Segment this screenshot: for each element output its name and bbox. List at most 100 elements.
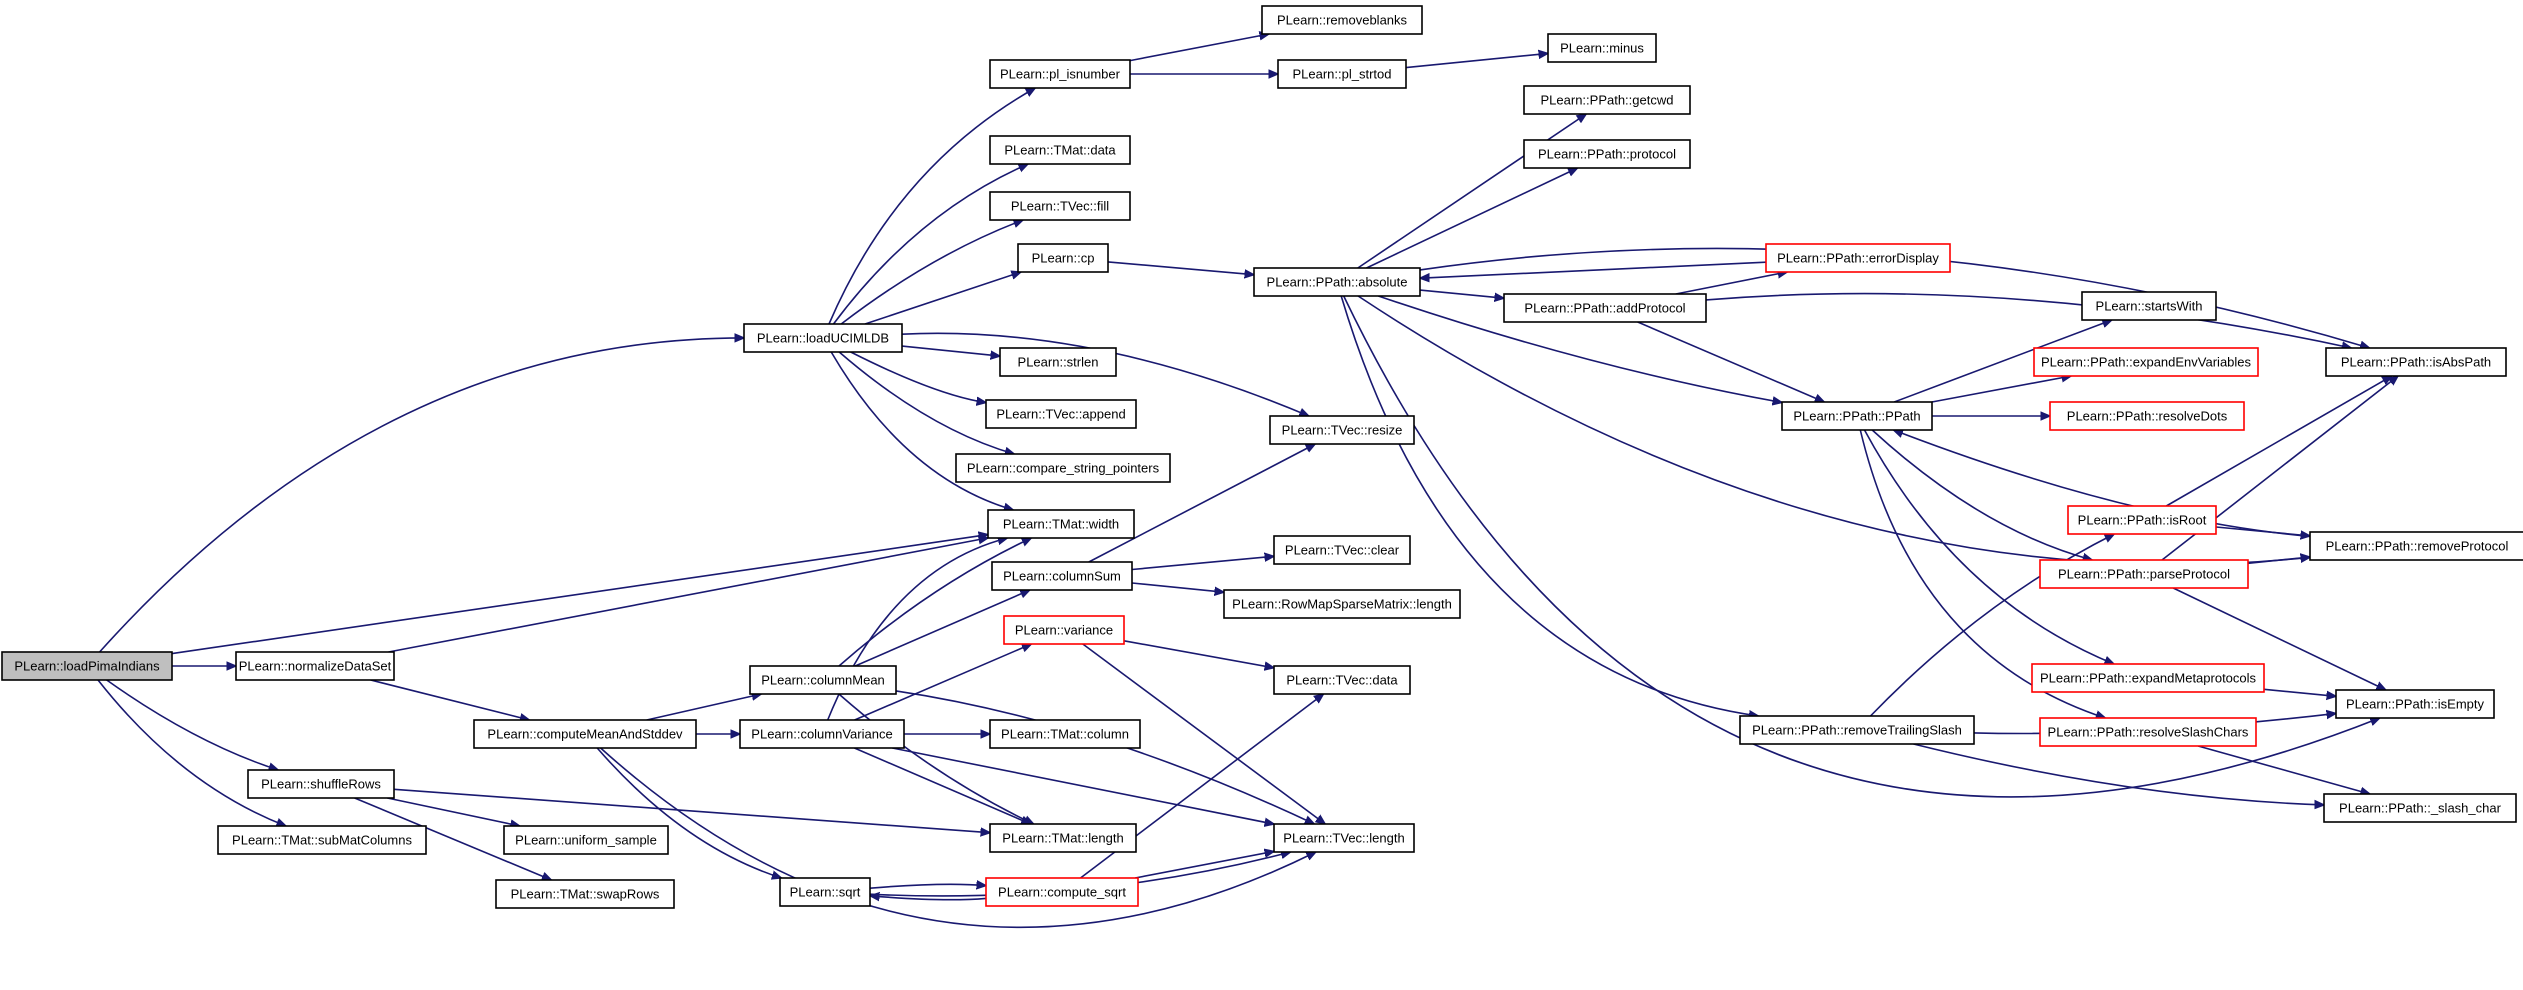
edge-absolute-to-addprotocol	[1419, 289, 1504, 298]
node-tvec-resize[interactable]: PLearn::TVec::resize	[1269, 415, 1415, 445]
node-columnmean[interactable]: PLearn::columnMean	[749, 665, 897, 695]
node-expandenvvariables[interactable]: PLearn::PPath::expandEnvVariables	[2033, 347, 2259, 377]
edge-loaducimldb-to-cp	[864, 272, 1021, 325]
edge-loaducimldb-to-tmat-width	[830, 351, 1013, 510]
node-strlen[interactable]: PLearn::strlen	[999, 347, 1117, 377]
node-removeprotocol[interactable]: PLearn::PPath::removeProtocol	[2309, 531, 2523, 561]
node-removeblanks[interactable]: PLearn::removeblanks	[1261, 5, 1423, 35]
edge-expandmetaprotocols-to-isempty	[2263, 688, 2336, 696]
edge-columnvariance-to-tvec-length	[892, 747, 1274, 824]
node-expandmetaprotocols[interactable]: PLearn::PPath::expandMetaprotocols	[2031, 663, 2265, 693]
node-box	[989, 59, 1131, 89]
edge-columnsum-to-tvec-resize	[1088, 444, 1315, 563]
node-label: PLearn::PPath::resolveDots	[2067, 409, 2228, 424]
node-box	[1781, 401, 1933, 431]
node-slash-char[interactable]: PLearn::PPath::_slash_char	[2323, 793, 2517, 823]
node-variance[interactable]: PLearn::variance	[1003, 615, 1125, 645]
node-loaducimldb[interactable]: PLearn::loadUCIMLDB	[743, 323, 903, 353]
node-sqrt[interactable]: PLearn::sqrt	[779, 877, 871, 907]
node-box	[1765, 243, 1951, 273]
node-box	[235, 651, 395, 681]
node-label: PLearn::PPath::PPath	[1793, 409, 1920, 424]
node-compute-sqrt[interactable]: PLearn::compute_sqrt	[985, 877, 1139, 907]
node-box	[749, 665, 897, 695]
node-tvec-append[interactable]: PLearn::TVec::append	[985, 399, 1137, 429]
edge-shufflerows-to-tmat-length	[393, 788, 990, 832]
node-resolvedots[interactable]: PLearn::PPath::resolveDots	[2049, 401, 2245, 431]
node-label: PLearn::minus	[1560, 41, 1644, 56]
node-computemeanandstddev[interactable]: PLearn::computeMeanAndStddev	[473, 719, 697, 749]
node-rowmap-length[interactable]: PLearn::RowMapSparseMatrix::length	[1223, 589, 1461, 619]
edge-variance-to-tvec-length	[1082, 643, 1325, 824]
node-label: PLearn::TMat::subMatColumns	[232, 833, 412, 848]
node-tvec-data[interactable]: PLearn::TVec::data	[1273, 665, 1411, 695]
node-box	[2067, 505, 2217, 535]
edge-columnmean-to-tmat-width	[838, 538, 1031, 667]
node-pl-isnumber[interactable]: PLearn::pl_isnumber	[989, 59, 1131, 89]
node-label: PLearn::TMat::data	[1004, 143, 1116, 158]
node-box	[1273, 535, 1411, 565]
node-box	[217, 825, 427, 855]
node-box	[1739, 715, 1975, 745]
node-protocol[interactable]: PLearn::PPath::protocol	[1523, 139, 1691, 169]
node-loadpimaindians[interactable]: PLearn::loadPimaIndians	[1, 651, 173, 681]
node-uniform-sample[interactable]: PLearn::uniform_sample	[503, 825, 669, 855]
node-swaprows[interactable]: PLearn::TMat::swapRows	[495, 879, 675, 909]
node-compare-string-pointers[interactable]: PLearn::compare_string_pointers	[955, 453, 1171, 483]
node-box	[2081, 291, 2217, 321]
node-tmat-width[interactable]: PLearn::TMat::width	[987, 509, 1135, 539]
node-cp[interactable]: PLearn::cp	[1017, 243, 1109, 273]
edge-addprotocol-to-ppath	[1637, 321, 1825, 403]
node-label: PLearn::normalizeDataSet	[239, 659, 392, 674]
edge-absolute-to-isempty	[1342, 295, 2380, 798]
node-box	[1277, 59, 1407, 89]
node-label: PLearn::PPath::getcwd	[1541, 93, 1674, 108]
node-box	[1523, 85, 1691, 115]
edge-computemeanandstddev-to-columnmean	[646, 694, 762, 721]
node-tmat-data[interactable]: PLearn::TMat::data	[989, 135, 1131, 165]
edge-absolute-to-protocol	[1366, 168, 1578, 269]
node-box	[1273, 665, 1411, 695]
edge-loadpimaindians-to-submatcolumns	[97, 679, 286, 826]
node-columnsum[interactable]: PLearn::columnSum	[991, 561, 1133, 591]
node-isabspath[interactable]: PLearn::PPath::isAbsPath	[2325, 347, 2507, 377]
node-label: PLearn::TVec::data	[1286, 673, 1398, 688]
node-tvec-fill[interactable]: PLearn::TVec::fill	[989, 191, 1131, 221]
node-tvec-length[interactable]: PLearn::TVec::length	[1273, 823, 1415, 853]
node-parseprotocol[interactable]: PLearn::PPath::parseProtocol	[2039, 559, 2249, 589]
node-box	[989, 823, 1137, 853]
node-startswith[interactable]: PLearn::startsWith	[2081, 291, 2217, 321]
node-addprotocol[interactable]: PLearn::PPath::addProtocol	[1503, 293, 1707, 323]
node-isempty[interactable]: PLearn::PPath::isEmpty	[2335, 689, 2495, 719]
node-absolute[interactable]: PLearn::PPath::absolute	[1253, 267, 1421, 297]
node-columnvariance[interactable]: PLearn::columnVariance	[739, 719, 905, 749]
node-normalizedataset[interactable]: PLearn::normalizeDataSet	[235, 651, 395, 681]
node-label: PLearn::PPath::expandMetaprotocols	[2040, 671, 2257, 686]
node-ppath[interactable]: PLearn::PPath::PPath	[1781, 401, 1933, 431]
node-label: PLearn::PPath::expandEnvVariables	[2041, 355, 2252, 370]
node-box	[1017, 243, 1109, 273]
node-removetrailingslash[interactable]: PLearn::PPath::removeTrailingSlash	[1739, 715, 1975, 745]
node-label: PLearn::loadUCIMLDB	[757, 331, 889, 346]
node-label: PLearn::startsWith	[2096, 299, 2203, 314]
node-label: PLearn::columnMean	[761, 673, 885, 688]
node-label: PLearn::PPath::addProtocol	[1524, 301, 1685, 316]
edge-columnmean-to-columnsum	[854, 589, 1030, 667]
node-box	[985, 877, 1139, 907]
node-box	[1, 651, 173, 681]
edge-normalizedataset-to-tmat-width	[388, 538, 989, 653]
edge-addprotocol-to-isabspath	[1705, 292, 2351, 348]
node-tmat-column[interactable]: PLearn::TMat::column	[989, 719, 1141, 749]
node-box	[985, 399, 1137, 429]
node-getcwd[interactable]: PLearn::PPath::getcwd	[1523, 85, 1691, 115]
node-minus[interactable]: PLearn::minus	[1547, 33, 1657, 63]
node-isroot[interactable]: PLearn::PPath::isRoot	[2067, 505, 2217, 535]
node-tvec-clear[interactable]: PLearn::TVec::clear	[1273, 535, 1411, 565]
node-shufflerows[interactable]: PLearn::shuffleRows	[247, 769, 395, 799]
node-pl-strtod[interactable]: PLearn::pl_strtod	[1277, 59, 1407, 89]
node-resolveslashchars[interactable]: PLearn::PPath::resolveSlashChars	[2039, 717, 2257, 747]
node-submatcolumns[interactable]: PLearn::TMat::subMatColumns	[217, 825, 427, 855]
node-tmat-length[interactable]: PLearn::TMat::length	[989, 823, 1137, 853]
node-errordisplay[interactable]: PLearn::PPath::errorDisplay	[1765, 243, 1951, 273]
edge-removetrailingslash-to-isroot	[1869, 534, 2115, 717]
